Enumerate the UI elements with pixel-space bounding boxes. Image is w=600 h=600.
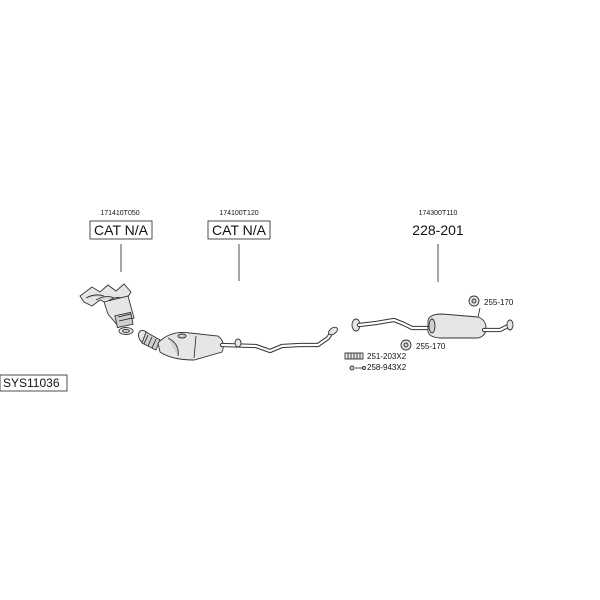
rubber-hanger-icon: [400, 339, 412, 351]
system-code: SYS11036: [0, 374, 68, 392]
accessory-label-2: 255-170: [416, 342, 446, 351]
system-code-label: SYS11036: [3, 376, 60, 390]
catalytic-converter-icon: [137, 329, 224, 361]
part-number-3: 174300T110: [419, 210, 458, 217]
part-label-1: CAT N/A: [94, 222, 149, 238]
part-group-front-pipe[interactable]: 174100T120 CAT N/A: [136, 210, 339, 361]
front-pipe-icon: [219, 326, 338, 354]
accessory-hanger-2[interactable]: 255-170: [400, 339, 446, 351]
accessory-bolt[interactable]: 258-943X2: [349, 363, 407, 372]
part-group-rear-silencer[interactable]: 174300T110 228-201: [351, 210, 514, 339]
part-number-1: 171410T050: [100, 210, 139, 217]
part-label-2: CAT N/A: [212, 222, 267, 238]
accessory-hanger-1[interactable]: 255-170: [468, 295, 514, 307]
part-group-manifold[interactable]: 171410T050 CAT N/A: [79, 210, 153, 335]
bolt-icon: [349, 365, 366, 371]
accessory-label-4: 258-943X2: [367, 363, 407, 372]
system-code-box: [0, 374, 68, 392]
part-label-3: 228-201: [412, 222, 464, 238]
accessory-label-1: 255-170: [484, 298, 514, 307]
accessory-spring[interactable]: 251-203X2: [344, 352, 407, 361]
part-label-box-1: [89, 220, 153, 240]
exhaust-manifold-icon: [79, 283, 135, 335]
rubber-hanger-icon: [468, 295, 480, 307]
accessory-label-3: 251-203X2: [367, 352, 407, 361]
part-number-2: 174100T120: [219, 210, 258, 217]
part-label-box-2: [207, 220, 271, 240]
spring-icon: [344, 352, 364, 360]
rear-silencer-icon: [351, 307, 514, 339]
